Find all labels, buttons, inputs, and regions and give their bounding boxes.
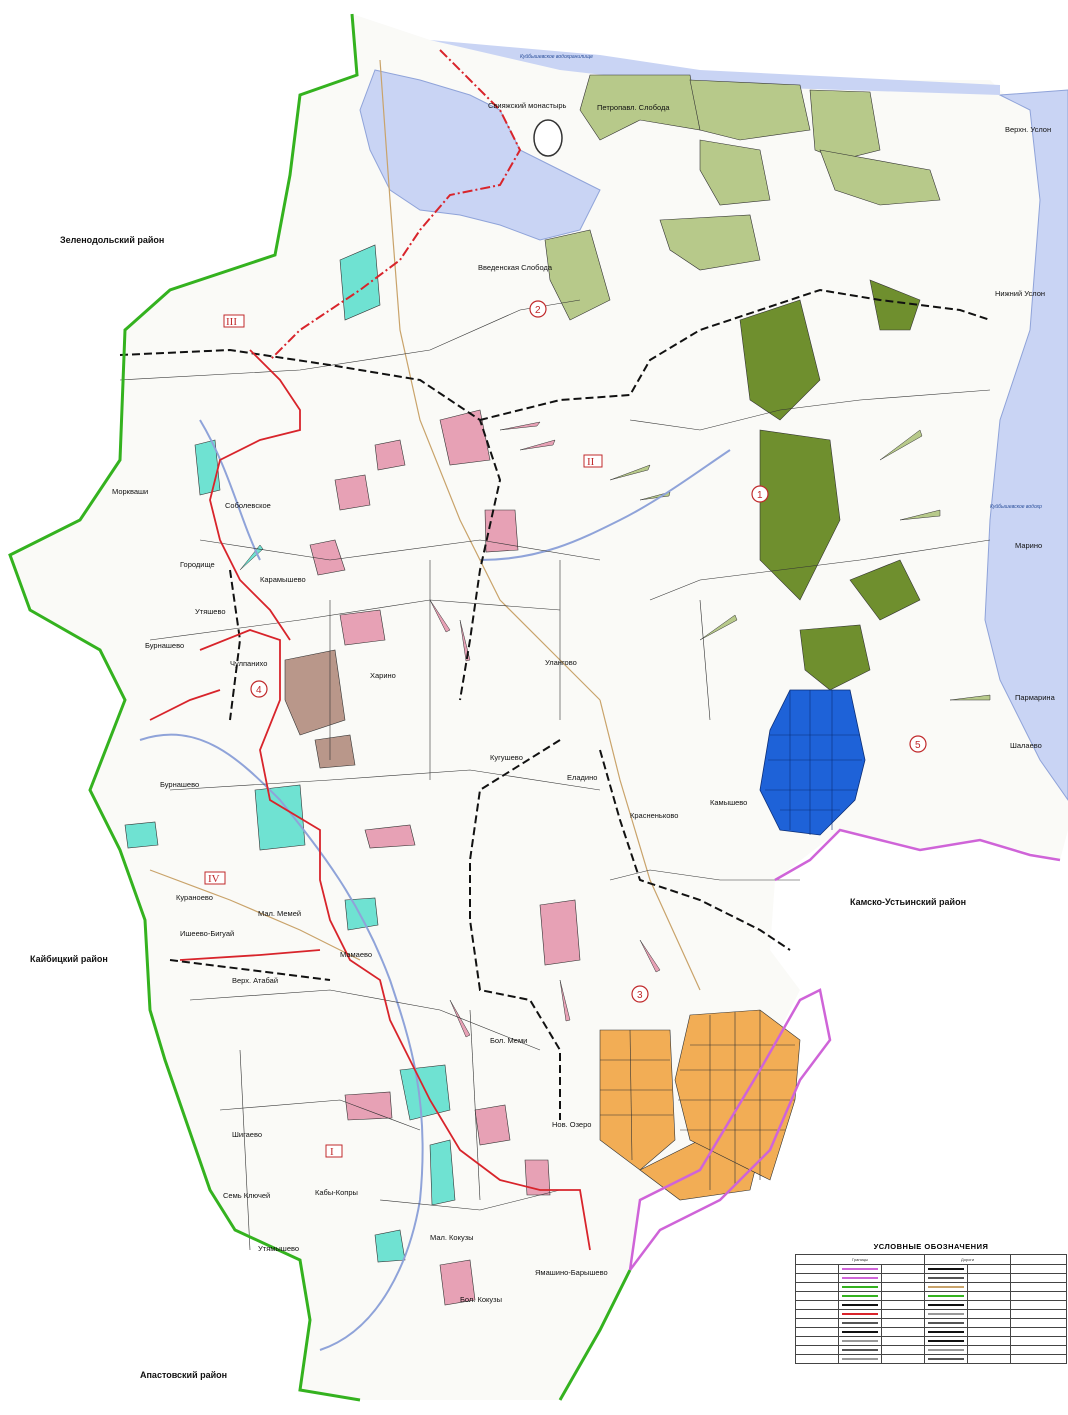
village-label: Семь Ключей xyxy=(223,1191,270,1200)
village-label: Мал. Мемей xyxy=(258,909,301,918)
district-zelenodolsk: Зеленодольский район xyxy=(60,235,164,245)
village-label: Мал. Кокузы xyxy=(430,1233,474,1242)
village-label: Городище xyxy=(180,560,215,569)
red-solid-boundaries xyxy=(149,349,591,1251)
village-label: Улангово xyxy=(545,658,577,667)
village-label: Еладино xyxy=(567,773,597,782)
village-label: Верх. Атабай xyxy=(232,976,278,985)
village-label: Бурнашево xyxy=(160,780,199,789)
roman-label: IV xyxy=(208,873,220,885)
village-label: Кураноево xyxy=(176,893,213,902)
village-label: Введенская Слобода xyxy=(478,263,553,272)
district-kamsko-ustinsky: Камско-Устьинский район xyxy=(850,897,966,907)
district-border-green xyxy=(8,13,361,1402)
village-label: Карамышево xyxy=(260,575,306,584)
sviyazhsk-island xyxy=(533,119,563,157)
forest-blocks-pink xyxy=(309,409,581,1306)
village-label: Марино xyxy=(1015,541,1042,550)
circle-label: 2 xyxy=(535,305,541,316)
village-label: Кабы-Копры xyxy=(315,1188,358,1197)
village-labels: Свияжский монастырь Петропавл. Слобода В… xyxy=(112,101,1056,1304)
district-border-purple xyxy=(628,988,832,1271)
legend-title: УСЛОВНЫЕ ОБОЗНАЧЕНИЯ xyxy=(873,1242,989,1251)
village-label: Бол. Меми xyxy=(490,1036,527,1045)
forest-blocks-cyan xyxy=(124,244,456,1263)
water-label-top: Куйбышевское водохранилище xyxy=(520,53,593,60)
legend-col-borders: Границы xyxy=(795,1254,925,1265)
village-label: Кугушево xyxy=(490,753,523,762)
circle-label: 1 xyxy=(757,490,763,501)
village-label: Камышево xyxy=(710,798,747,807)
volga-river xyxy=(359,69,601,241)
red-boundaries xyxy=(269,49,522,361)
village-label: Моркваши xyxy=(112,487,148,496)
roman-labels: I II III IV xyxy=(204,314,603,1158)
rivers xyxy=(139,419,731,1351)
village-label: Петропавл. Слобода xyxy=(597,103,670,112)
map-legend: УСЛОВНЫЕ ОБОЗНАЧЕНИЯ Границы Дороги xyxy=(794,1240,1068,1415)
circle-label: 3 xyxy=(637,990,643,1001)
village-label: Нов. Озеро xyxy=(552,1120,591,1129)
orange-grid xyxy=(600,1010,797,1190)
village-label: Утямышево xyxy=(258,1244,299,1253)
blue-grid xyxy=(765,690,862,835)
village-label: Шалаево xyxy=(1010,741,1042,750)
forest-blocks-blue xyxy=(759,689,866,836)
district-kaybitsy: Кайбицкий район xyxy=(30,954,108,964)
legend-table: Границы Дороги xyxy=(795,1254,1067,1364)
reservoir-top xyxy=(430,40,1000,95)
village-label: Верхн. Услон xyxy=(1005,125,1051,134)
district-border-green-south xyxy=(558,1269,632,1401)
forest-blocks-dark xyxy=(739,279,921,691)
village-label: Утяшево xyxy=(195,607,226,616)
water-label-right: Куйбышевское водохр xyxy=(990,503,1042,510)
circle-label: 4 xyxy=(256,685,262,696)
district-alastovsky: Апастовский район xyxy=(140,1370,227,1380)
roman-label: I xyxy=(330,1146,334,1158)
forest-strips xyxy=(239,421,991,1038)
village-label: Харино xyxy=(370,671,396,680)
village-label: Свияжский монастырь xyxy=(488,101,567,110)
village-label: Чулпанихо xyxy=(230,659,267,668)
circle-label: 5 xyxy=(915,740,921,751)
village-label: Шигаево xyxy=(232,1130,262,1139)
roads xyxy=(149,59,701,991)
village-label: Красненьково xyxy=(630,811,678,820)
village-label: Ишеево-Бигуай xyxy=(180,929,234,938)
village-label: Бурнашево xyxy=(145,641,184,650)
kuibyshev-reservoir-right xyxy=(984,89,1068,801)
district-border-purple-east xyxy=(774,828,1061,882)
circle-labels xyxy=(250,300,927,1003)
village-label: Соболевское xyxy=(225,501,271,510)
roman-label: II xyxy=(587,456,595,468)
forest-blocks-north xyxy=(544,74,941,321)
village-label: Мамаево xyxy=(340,950,372,959)
village-label: Пармарина xyxy=(1015,693,1056,702)
forestry-boundaries xyxy=(119,288,991,1120)
roman-label: III xyxy=(226,316,237,328)
legend-col-roads: Дороги xyxy=(924,1254,1011,1265)
village-label: Бол. Кокузы xyxy=(460,1295,502,1304)
village-label: Нижний Услон xyxy=(995,289,1045,298)
village-label: Ямашино-Барышево xyxy=(535,1268,608,1277)
